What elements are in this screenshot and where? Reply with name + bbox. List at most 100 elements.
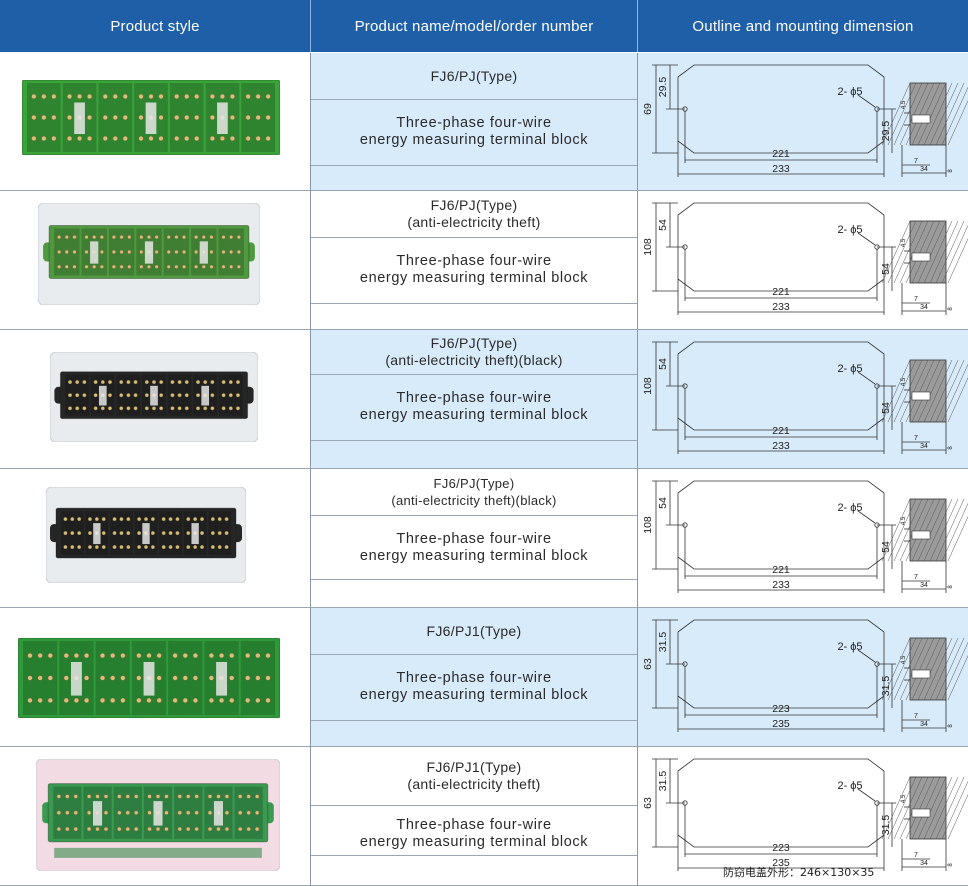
hatch-line xyxy=(917,498,947,562)
terminal-screw xyxy=(63,531,68,536)
terminal-screw xyxy=(186,531,191,536)
hatch-line xyxy=(941,502,968,562)
terminal-screw xyxy=(229,697,235,704)
hole-diameter-label: 2- ϕ5 xyxy=(837,86,862,98)
terminal-screw xyxy=(27,652,33,659)
terminal-screw xyxy=(192,652,199,659)
plate-outline xyxy=(677,341,885,431)
terminal-screw xyxy=(236,249,241,255)
link-strip xyxy=(153,801,163,826)
terminal-block-photo xyxy=(35,758,281,872)
terminal-screw xyxy=(120,675,126,681)
terminal-screw xyxy=(31,114,37,121)
terminal-screw xyxy=(229,652,235,659)
header-outline-dimension: Outline and mounting dimension xyxy=(692,17,914,35)
hatch-line xyxy=(911,220,941,284)
terminal-screw xyxy=(182,697,188,704)
hole-spacing-label: 221 xyxy=(772,286,790,298)
terminal-screw xyxy=(112,114,118,121)
terminal-screw xyxy=(82,393,87,398)
terminal-screw xyxy=(144,380,149,385)
terminal-screw xyxy=(229,675,235,681)
terminal-screw xyxy=(65,826,70,832)
description-line: energy measuring terminal block xyxy=(359,132,589,148)
terminal-screw xyxy=(177,393,182,398)
side-view-screw-slot xyxy=(911,808,931,818)
terminal-screw xyxy=(99,235,104,240)
terminal-screw xyxy=(102,93,108,100)
terminal-screw xyxy=(64,249,69,255)
product-style-cell xyxy=(0,469,310,608)
overall-height-label: 108 xyxy=(642,516,654,534)
terminal-screw xyxy=(245,675,251,681)
terminal-screw xyxy=(92,235,97,240)
terminal-screw xyxy=(168,517,173,522)
terminal-screw xyxy=(228,406,233,411)
terminal-screw xyxy=(216,794,221,799)
model-line: FJ6/PJ(Type) xyxy=(430,197,518,213)
hatch-line xyxy=(905,82,935,146)
hatch-line xyxy=(947,377,968,423)
terminal-screw xyxy=(210,531,215,536)
terminal-screw xyxy=(254,826,260,832)
terminal-screw xyxy=(63,675,69,681)
terminal-screw xyxy=(177,794,182,799)
terminal-screw xyxy=(184,380,189,385)
terminal-screw xyxy=(186,794,191,799)
hatch-line xyxy=(911,637,941,701)
terminal-screw xyxy=(265,675,271,681)
side-dim-eight-label: 8 xyxy=(948,307,954,311)
terminal-screw xyxy=(218,697,225,704)
terminal-screw xyxy=(73,652,80,659)
terminal-screw xyxy=(111,235,116,240)
side-dim-seven-label: 7 xyxy=(914,574,918,581)
link-strip xyxy=(199,241,208,264)
terminal-block-photo xyxy=(12,637,286,719)
terminal-screw xyxy=(224,531,229,536)
product-style-cell xyxy=(0,608,310,747)
terminal-screw xyxy=(77,545,82,550)
terminal-screw xyxy=(265,652,271,659)
terminal-screw xyxy=(137,531,142,536)
cell-divider xyxy=(311,579,637,580)
cell-divider xyxy=(311,165,637,166)
terminal-screw xyxy=(107,380,113,385)
side-dim-seven-label: 7 xyxy=(914,435,918,442)
hatch-line xyxy=(941,363,968,423)
terminal-screw xyxy=(194,249,199,255)
terminal-screw xyxy=(73,826,78,832)
terminal-screw xyxy=(203,380,208,385)
terminal-screw xyxy=(134,826,139,832)
model-line: FJ6/PJ(Type) xyxy=(433,476,515,491)
terminal-screw xyxy=(210,517,215,522)
plate-outline xyxy=(677,758,885,848)
hatch-line xyxy=(917,776,947,840)
terminal-screw xyxy=(195,380,201,385)
table-row: FJ6/PJ(Type)(anti-electricity theft)(bla… xyxy=(0,330,968,469)
terminal-screw xyxy=(229,235,234,240)
hatch-line xyxy=(923,82,953,146)
overall-width-label: 233 xyxy=(772,579,790,591)
terminal-screw xyxy=(101,545,106,550)
hole-offset-left-label: 54 xyxy=(657,358,669,370)
side-dim-small-label: 4.5 xyxy=(901,377,907,386)
terminal-screw xyxy=(51,114,57,121)
terminal-screw xyxy=(122,93,128,100)
terminal-screw xyxy=(119,235,124,240)
side-dim-small-label: 4.5 xyxy=(901,516,907,525)
terminal-screw xyxy=(154,235,159,240)
hole-diameter-label: 2- ϕ5 xyxy=(837,502,862,514)
terminal-screw xyxy=(144,406,149,411)
terminal-screw xyxy=(67,393,73,398)
model-number: FJ6/PJ(Type)(anti-electricity theft)(bla… xyxy=(311,469,637,515)
terminal-screw xyxy=(161,517,166,522)
terminal-screw xyxy=(182,652,188,659)
terminal-screw xyxy=(229,249,234,255)
side-view-hatched-body xyxy=(909,776,947,840)
hatch-line xyxy=(899,498,929,562)
product-name-cell: FJ6/PJ(Type)(anti-electricity theft)Thre… xyxy=(310,191,637,330)
